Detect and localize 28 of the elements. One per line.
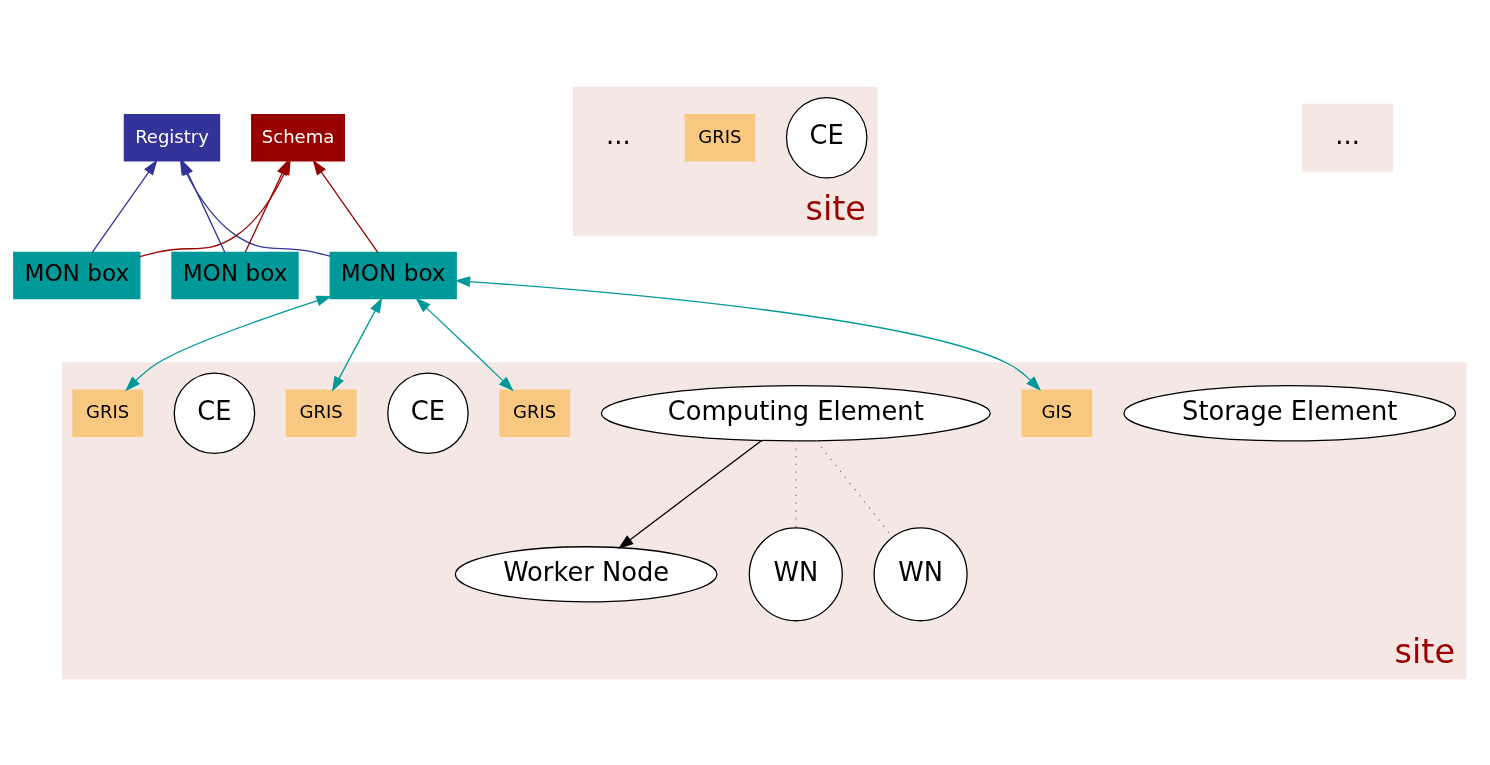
arrow [618, 439, 763, 549]
node-box: Schema [251, 113, 345, 162]
arrow [415, 297, 514, 391]
node-ellipse: Worker Node [454, 545, 718, 602]
arrow [125, 295, 332, 391]
node-box: GRIS [684, 113, 756, 162]
node-ellipse: Storage Element [1123, 384, 1457, 441]
node-box [1301, 103, 1394, 172]
arrow [91, 159, 158, 253]
node-box: Registry [123, 113, 221, 162]
node-box: MON box [329, 251, 457, 299]
arrow [454, 275, 1042, 391]
label: ... [606, 119, 631, 150]
node-box: GRIS [72, 389, 144, 437]
node-box: GIS [1021, 389, 1093, 437]
node-circle: CE [387, 371, 469, 454]
node-circle: WN [873, 526, 968, 621]
arrow [331, 296, 383, 392]
node-circle: CE [785, 96, 868, 179]
arrow [312, 159, 379, 253]
node-box: MON box [171, 251, 299, 299]
node-circle: WN [748, 526, 843, 621]
node-box: GRIS [285, 389, 357, 437]
node-box: GRIS [499, 389, 571, 437]
node-ellipse: Computing Element [600, 384, 991, 441]
node-box: MON box [13, 251, 141, 299]
node-circle: CE [173, 371, 256, 454]
label: ... [1335, 119, 1360, 150]
